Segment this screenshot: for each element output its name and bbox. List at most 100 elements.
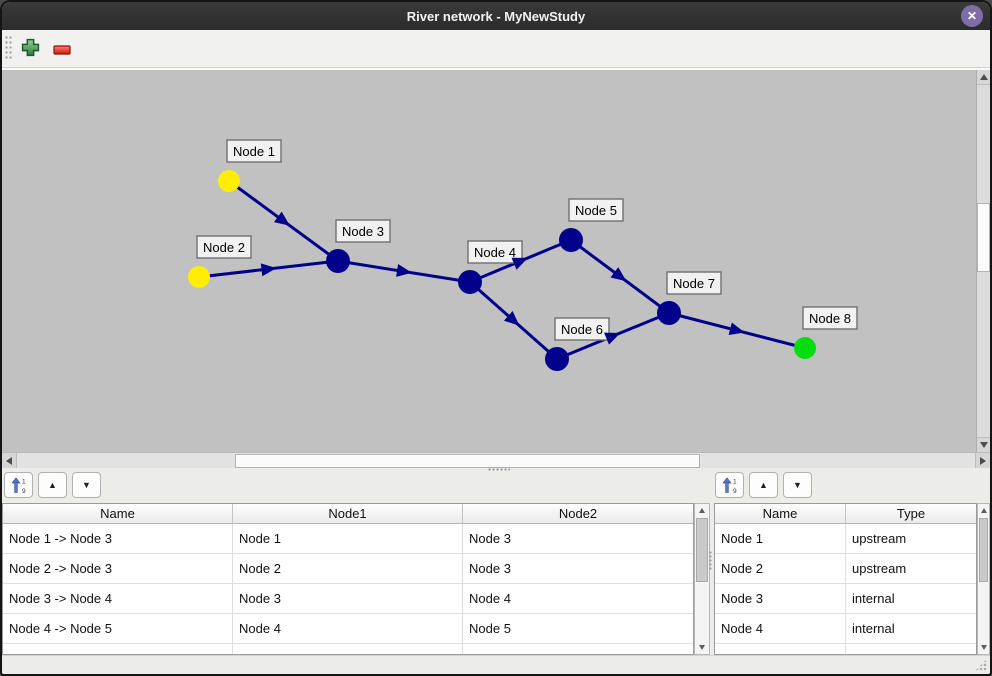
table-cell[interactable]: upstream xyxy=(846,554,976,584)
svg-text:Node 4: Node 4 xyxy=(474,245,516,260)
node-node-7[interactable] xyxy=(657,301,681,325)
add-plus-icon xyxy=(21,38,40,57)
scroll-down-button[interactable] xyxy=(978,641,989,654)
node-node-2[interactable] xyxy=(188,266,210,288)
node-node-6[interactable] xyxy=(545,347,569,371)
nodes-sort-button[interactable]: 1 9 xyxy=(715,472,744,498)
svg-text:Node 7: Node 7 xyxy=(673,276,715,291)
scroll-up-button[interactable] xyxy=(978,504,989,517)
sort-ascending-icon: 1 9 xyxy=(722,476,737,494)
edges-table-scrollbar[interactable] xyxy=(694,503,710,655)
vertical-scroll-thumb[interactable] xyxy=(977,203,990,272)
node-node-8[interactable] xyxy=(794,337,816,359)
canvas-vertical-scrollbar[interactable] xyxy=(976,70,990,452)
table-cell[interactable]: Node 4 -> Node 5 xyxy=(3,614,233,644)
node-label-node-7: Node 7 xyxy=(666,271,722,295)
table-cell[interactable]: Node 4 xyxy=(233,614,463,644)
table-cell[interactable]: Node 3 xyxy=(463,524,693,554)
table-cell[interactable]: Node 1 xyxy=(233,524,463,554)
table-cell[interactable]: Node 2 xyxy=(233,554,463,584)
edge-arrow-icon xyxy=(604,332,621,345)
column-header[interactable]: Node2 xyxy=(463,504,693,524)
edges-sort-button[interactable]: 1 9 xyxy=(4,472,33,498)
title-bar[interactable]: River network - MyNewStudy ✕ xyxy=(2,2,990,31)
table-cell[interactable]: Node 2 -> Node 3 xyxy=(3,554,233,584)
scroll-up-button[interactable] xyxy=(695,504,709,517)
column-header[interactable]: Type xyxy=(846,504,976,524)
nodes-table-scrollbar[interactable] xyxy=(977,503,990,655)
vertical-splitter-handle[interactable] xyxy=(709,551,714,571)
node-node-1[interactable] xyxy=(218,170,240,192)
edges-move-down-button[interactable]: ▼ xyxy=(72,472,101,498)
node-node-4[interactable] xyxy=(458,270,482,294)
close-button[interactable]: ✕ xyxy=(961,5,983,27)
horizontal-scroll-thumb[interactable] xyxy=(235,454,700,468)
node-node-5[interactable] xyxy=(559,228,583,252)
edge-arrow-icon xyxy=(728,322,745,336)
canvas-horizontal-scrollbar[interactable] xyxy=(2,452,990,468)
node-label-node-2: Node 2 xyxy=(196,235,252,259)
scroll-right-icon xyxy=(980,456,986,465)
node-label-node-6: Node 6 xyxy=(554,317,610,341)
scroll-right-button[interactable] xyxy=(975,453,990,468)
column-header[interactable]: Name xyxy=(715,504,846,524)
svg-text:Node 8: Node 8 xyxy=(809,311,851,326)
scroll-up-icon xyxy=(980,508,987,513)
node-label-node-4: Node 4 xyxy=(467,240,523,264)
window-resize-grip[interactable] xyxy=(975,659,987,671)
node-label-node-5: Node 5 xyxy=(568,198,624,222)
column-header[interactable]: Name xyxy=(3,504,233,524)
table-cell[interactable]: Node 3 xyxy=(463,554,693,584)
node-label-node-8: Node 8 xyxy=(802,306,858,330)
scroll-down-button[interactable] xyxy=(977,437,990,452)
table-cell[interactable]: Node 1 -> Node 3 xyxy=(3,524,233,554)
edge-arrow-icon xyxy=(260,263,277,277)
svg-text:9: 9 xyxy=(22,488,26,494)
scroll-left-button[interactable] xyxy=(2,453,17,468)
network-diagram[interactable]: Node 1 Node 2 Node 3 Node 4 Node 5 Node 6 Node… xyxy=(2,70,976,452)
table-cell[interactable]: Node 3 xyxy=(233,584,463,614)
table-cell[interactable]: internal xyxy=(846,584,976,614)
table-cell[interactable]: internal xyxy=(846,614,976,644)
scroll-down-button[interactable] xyxy=(695,641,709,654)
svg-text:Node 3: Node 3 xyxy=(342,224,384,239)
node-node-3[interactable] xyxy=(326,249,350,273)
toolbar-grip-handle[interactable] xyxy=(5,36,13,61)
table-cell[interactable]: Node 4 xyxy=(463,584,693,614)
nodes-move-up-button[interactable]: ▲ xyxy=(749,472,778,498)
table-cell[interactable]: Node 5 xyxy=(463,614,693,644)
sort-ascending-icon: 1 9 xyxy=(11,476,26,494)
table-cell[interactable]: Node 3 -> Node 4 xyxy=(3,584,233,614)
status-bar xyxy=(2,655,990,674)
edges-move-up-button[interactable]: ▲ xyxy=(38,472,67,498)
table-cell[interactable]: Node 2 xyxy=(715,554,846,584)
scroll-up-button[interactable] xyxy=(977,70,990,85)
table-cell[interactable]: Node 1 xyxy=(715,524,846,554)
vertical-scroll-thumb[interactable] xyxy=(696,518,708,582)
svg-text:Node 6: Node 6 xyxy=(561,322,603,337)
table-cell[interactable]: Node 4 xyxy=(715,614,846,644)
remove-node-button[interactable] xyxy=(53,42,71,60)
svg-text:Node 2: Node 2 xyxy=(203,240,245,255)
vertical-scroll-thumb[interactable] xyxy=(979,518,988,582)
table-cell[interactable]: upstream xyxy=(846,524,976,554)
table-cell[interactable]: Node 3 xyxy=(715,584,846,614)
river-network-canvas[interactable]: Node 1 Node 2 Node 3 Node 4 Node 5 Node 6 Node… xyxy=(2,70,976,452)
horizontal-splitter-handle[interactable] xyxy=(488,468,510,472)
node-label-node-1: Node 1 xyxy=(226,139,282,163)
nodes-move-down-button[interactable]: ▼ xyxy=(783,472,812,498)
arrow-down-icon: ▼ xyxy=(82,479,91,490)
column-header[interactable]: Node1 xyxy=(233,504,463,524)
add-node-button[interactable] xyxy=(21,38,40,62)
